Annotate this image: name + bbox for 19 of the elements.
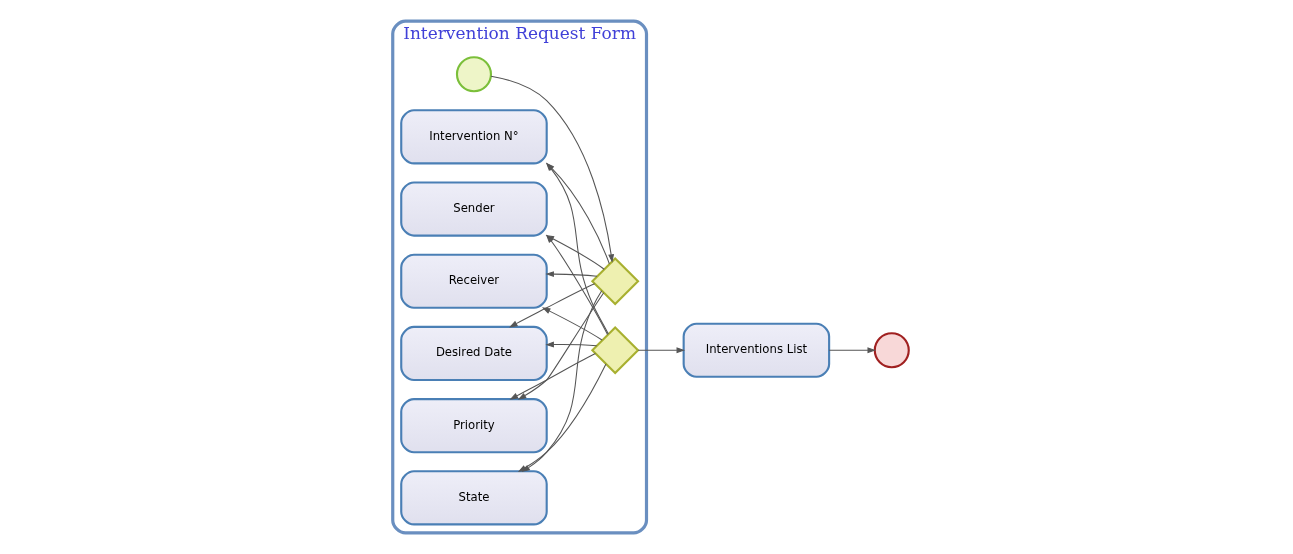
arrow — [517, 292, 605, 400]
node-diamond — [590, 325, 640, 375]
node-circle — [873, 332, 910, 369]
node-box: Intervention N° — [400, 109, 548, 165]
arrow — [509, 353, 596, 400]
arrow — [545, 341, 598, 348]
node-box: State — [400, 470, 548, 526]
node-box: Interventions List — [682, 322, 831, 378]
node-box: Sender — [400, 181, 548, 237]
node-circle — [455, 56, 492, 93]
arrow — [490, 75, 615, 263]
arrow — [545, 271, 598, 278]
node-box: Priority — [400, 398, 548, 454]
arrow — [509, 283, 596, 328]
arrow — [828, 347, 876, 354]
node-box: Desired Date — [400, 325, 548, 382]
arrow — [637, 347, 686, 354]
arrow — [541, 307, 603, 341]
node-box: Receiver — [400, 253, 548, 309]
